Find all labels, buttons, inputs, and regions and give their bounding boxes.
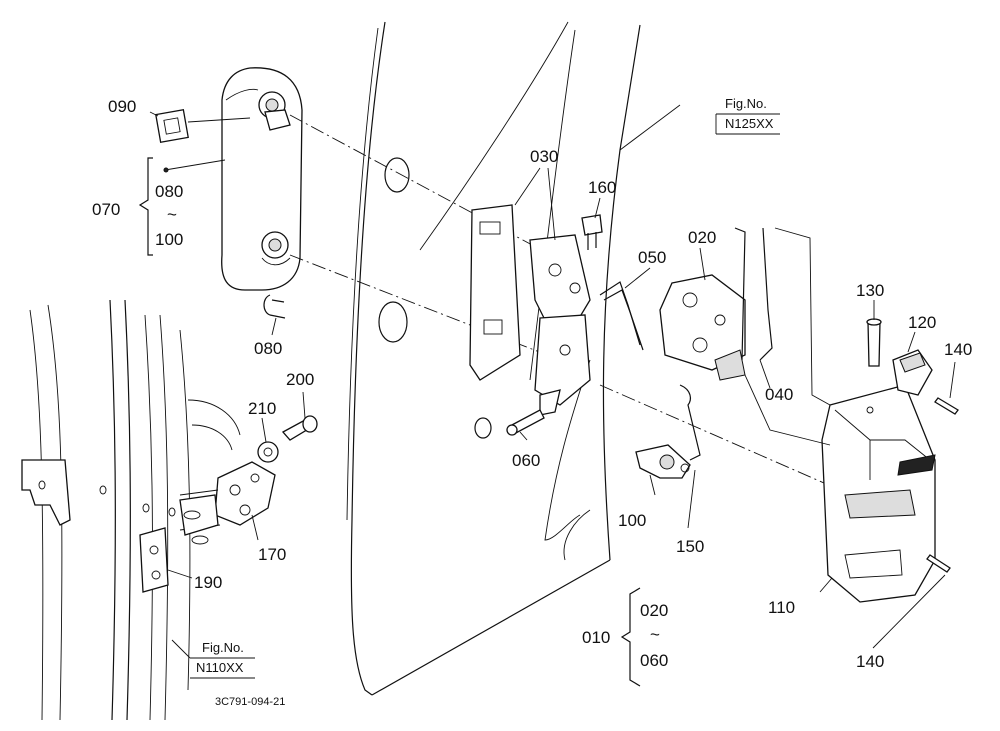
label-040: 040: [765, 385, 793, 404]
fig-ref-bottom: Fig.No. N110XX: [171, 639, 255, 679]
label-030: 030: [530, 147, 558, 166]
label-210: 210: [248, 399, 276, 418]
fig-ref-top-code: N125XX: [725, 116, 774, 131]
part-labels: 090 070 080 ~ 100 080 030 160 050 020 13…: [92, 97, 972, 671]
label-060: 060: [512, 451, 540, 470]
lock-mechanism: [469, 104, 841, 491]
label-130: 130: [856, 281, 884, 300]
outer-handle-cover: [744, 227, 959, 649]
label-100-lower: 100: [618, 511, 646, 530]
label-080-upper: 080: [155, 182, 183, 201]
label-190: 190: [194, 573, 222, 592]
label-080-lower: 080: [254, 339, 282, 358]
drawing-code: 3C791-094-21: [215, 696, 285, 708]
label-100-upper: 100: [155, 230, 183, 249]
label-020: 020: [688, 228, 716, 247]
label-170: 170: [258, 545, 286, 564]
fig-ref-bottom-code: N110XX: [196, 660, 244, 675]
label-020-group: 020: [640, 601, 668, 620]
label-150: 150: [676, 537, 704, 556]
label-160: 160: [588, 178, 616, 197]
striker-assembly: [139, 391, 318, 593]
label-110: 110: [768, 598, 795, 617]
label-tilde-1: ~: [167, 205, 177, 224]
label-090: 090: [108, 97, 136, 116]
label-060-group: 060: [640, 651, 668, 670]
label-tilde-2: ~: [650, 625, 660, 644]
label-070: 070: [92, 200, 120, 219]
cab-frame-lines: [21, 299, 241, 721]
fig-ref-bottom-label: Fig.No.: [202, 640, 244, 655]
label-200: 200: [286, 370, 314, 389]
label-140-upper: 140: [944, 340, 972, 359]
label-050: 050: [638, 248, 666, 267]
inner-latch-parts: [635, 384, 701, 529]
fig-ref-top: Fig.No. N125XX: [715, 96, 780, 135]
label-140-lower: 140: [856, 652, 884, 671]
fig-ref-top-label: Fig.No.: [725, 96, 767, 111]
label-120: 120: [908, 313, 936, 332]
inner-handle-assembly: [138, 67, 561, 361]
label-010: 010: [582, 628, 610, 647]
door-panel-outline: [346, 21, 641, 696]
group-010-brace: [620, 587, 641, 687]
